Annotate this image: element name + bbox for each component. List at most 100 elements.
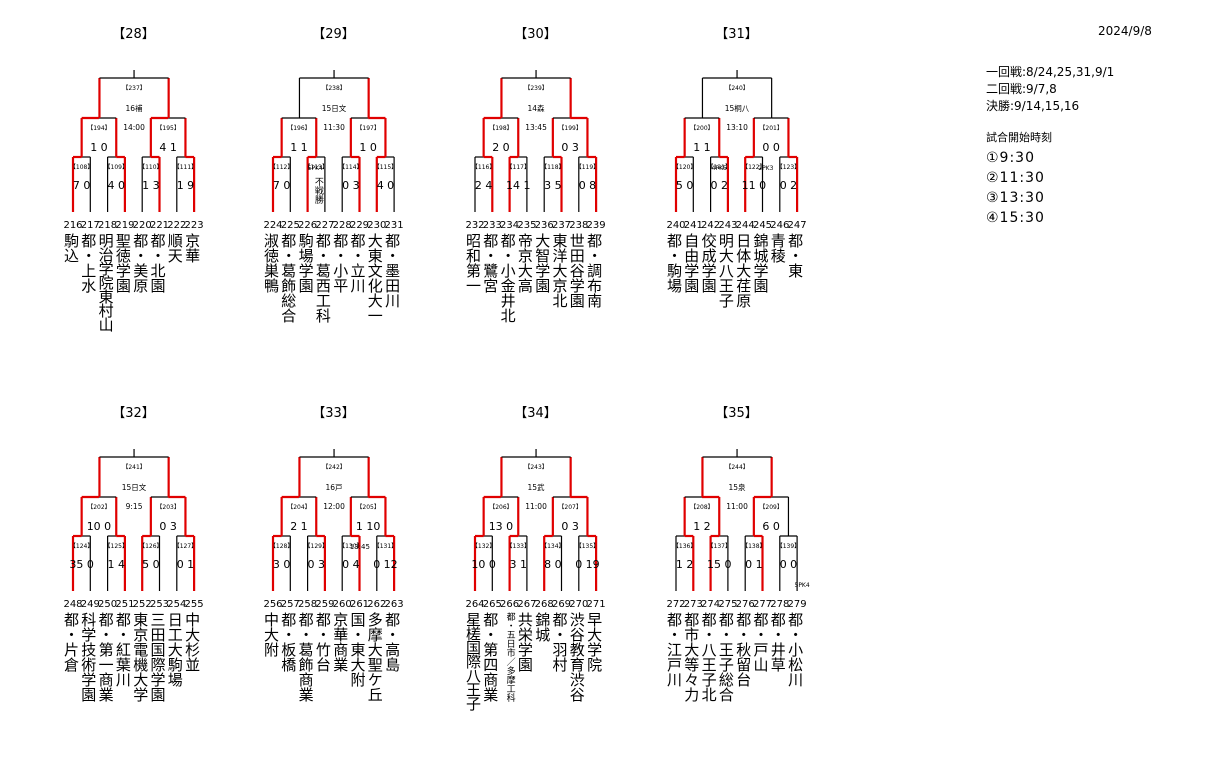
team-name: 日工大駒場	[165, 612, 184, 687]
match-score: 0 3	[159, 520, 177, 533]
team-name: 都・第一商業	[96, 612, 115, 702]
team-name: 早大学院	[585, 612, 604, 672]
match-time: 11:30	[323, 123, 345, 132]
match-score: 7 0	[73, 179, 91, 192]
block-title: 【32】	[112, 406, 155, 421]
start-time-3: ③13:30	[986, 190, 1045, 206]
slot-number: 242	[701, 220, 720, 231]
match-score: 1 9	[177, 179, 195, 192]
team-name: 都・戸山	[751, 612, 770, 672]
venue-label: 15武	[528, 482, 546, 492]
team-name: 都・王子総合	[716, 612, 735, 702]
slot-number: 238	[569, 220, 588, 231]
slot-number: 222	[167, 220, 186, 231]
match-score: 14 1	[506, 179, 531, 192]
slot-number: 237	[552, 220, 571, 231]
slot-number: 272	[666, 599, 685, 610]
match-id: 【194】	[87, 125, 110, 132]
team-name: 都・竹台	[313, 612, 332, 672]
team-name: 京華	[183, 233, 202, 263]
block-title: 【34】	[514, 406, 557, 421]
match-id: 【113】	[305, 164, 328, 171]
start-time-4: ④15:30	[986, 210, 1045, 226]
match-id: 【127】	[174, 543, 197, 550]
team-name: 明大八王子	[716, 233, 735, 308]
match-score: 0 3	[342, 179, 360, 192]
slot-number: 262	[367, 599, 386, 610]
schedule-round2: 二回戦:9/7,8	[986, 82, 1057, 96]
slot-number: 216	[63, 220, 82, 231]
slot-number: 275	[718, 599, 737, 610]
schedule-round1: 一回戦:8/24,25,31,9/1	[986, 65, 1115, 79]
match-score: 0 19	[575, 558, 600, 571]
slot-number: 247	[788, 220, 807, 231]
match-id: 【237】	[122, 85, 145, 92]
team-name: 順天	[165, 233, 184, 263]
match-id: 【122】	[742, 164, 765, 171]
forfeit-label: 不戦勝	[312, 177, 323, 204]
slot-number: 249	[81, 599, 100, 610]
slot-number: 229	[350, 220, 369, 231]
slot-number: 265	[483, 599, 502, 610]
match-score: 1 3	[142, 179, 160, 192]
match-score: 4 0	[108, 179, 126, 192]
match-id: 【198】	[489, 125, 512, 132]
match-id: 【121】	[708, 164, 731, 171]
slot-number: 266	[500, 599, 519, 610]
match-score: 1 0	[90, 141, 108, 154]
match-id: 【111】	[174, 164, 197, 171]
venue-label: 16戸	[326, 483, 344, 492]
match-score: 0 8	[579, 179, 597, 192]
team-name: 都・片倉	[62, 612, 80, 672]
slot-number: 241	[684, 220, 703, 231]
pk-result: 5PK4	[308, 165, 323, 172]
slot-number: 278	[770, 599, 789, 610]
block-title: 【28】	[112, 27, 155, 42]
team-name: 自由学園	[682, 233, 701, 293]
match-id: 【118】	[541, 164, 564, 171]
slot-number: 236	[535, 220, 554, 231]
team-name: 世田谷学園	[567, 233, 586, 308]
pk-result: 4PK5	[712, 165, 727, 172]
extra-time: 13:45	[350, 543, 370, 551]
team-name: 駒込	[62, 233, 80, 263]
match-id: 【199】	[558, 125, 581, 132]
slot-number: 228	[333, 220, 352, 231]
match-id: 【207】	[558, 504, 581, 511]
team-name: 都・五日市／多摩工科	[504, 612, 515, 702]
venue-label: 15泉	[729, 482, 747, 492]
slot-number: 268	[535, 599, 554, 610]
team-name: 大東文化大一	[365, 233, 384, 323]
pk-result: 5PK4	[795, 582, 810, 589]
match-score: 1 0	[359, 141, 377, 154]
slot-number: 270	[569, 599, 588, 610]
team-name: 駒場学園	[296, 233, 315, 293]
venue-label: 15桐八	[725, 103, 750, 113]
slot-number: 234	[500, 220, 519, 231]
slot-number: 245	[753, 220, 772, 231]
match-id: 【124】	[70, 543, 93, 550]
match-score: 0 3	[308, 558, 326, 571]
team-name: 都・小平	[331, 233, 350, 293]
match-id: 【238】	[322, 85, 345, 92]
team-name: 三田国際学園	[148, 612, 167, 702]
match-score: 2 4	[475, 179, 493, 192]
match-id: 【244】	[725, 464, 748, 471]
slot-number: 259	[315, 599, 334, 610]
team-name: 青稜	[768, 233, 787, 263]
match-id: 【130】	[339, 543, 362, 550]
match-score: 0 3	[561, 520, 579, 533]
match-score: 6 0	[762, 520, 780, 533]
team-name: 都・板橋	[279, 612, 298, 672]
match-id: 【242】	[322, 464, 345, 471]
match-score: 1 10	[356, 520, 381, 533]
match-score: 0 2	[711, 179, 729, 192]
slot-number: 240	[666, 220, 685, 231]
match-id: 【123】	[777, 164, 800, 171]
slot-number: 250	[98, 599, 117, 610]
slot-number: 217	[81, 220, 100, 231]
slot-number: 273	[684, 599, 703, 610]
match-id: 【135】	[576, 543, 599, 550]
match-id: 【241】	[122, 464, 145, 471]
schedule-panel: 一回戦:8/24,25,31,9/1 二回戦:9/7,8 決勝:9/14,15,…	[986, 64, 1114, 228]
